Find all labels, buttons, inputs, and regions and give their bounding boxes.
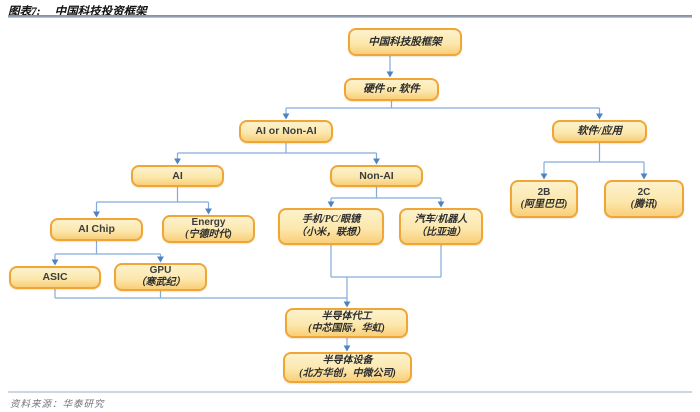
source-note: 资料来源：华泰研究 bbox=[10, 396, 105, 410]
node-ai-chip-label: AI Chip bbox=[78, 223, 115, 235]
node-nonai: Non-AI bbox=[330, 165, 423, 187]
node-root-label: 中国科技股框架 bbox=[368, 36, 442, 48]
node-auto-label: （比亚迪） bbox=[416, 226, 466, 238]
node-equip: 半导体设备(北方华创，中微公司) bbox=[283, 352, 412, 383]
node-energy: Energy(宁德时代) bbox=[162, 215, 255, 243]
source-value: 华泰研究 bbox=[62, 400, 105, 410]
node-ai-chip: AI Chip bbox=[50, 218, 143, 241]
node-gpu-label: （寒武纪） bbox=[135, 277, 186, 288]
node-b2b-label: 2B bbox=[537, 186, 551, 198]
node-equip-label: 半导体设备 bbox=[322, 355, 373, 366]
node-energy-label: (宁德时代) bbox=[185, 229, 232, 240]
node-foundry-label: 半导体代工 bbox=[321, 310, 372, 322]
node-phone-label: 手机/PC/眼镜 bbox=[301, 214, 361, 225]
node-ai: AI bbox=[131, 165, 224, 187]
node-gpu-label: GPU bbox=[149, 264, 172, 276]
node-sw-app: 软件/应用 bbox=[552, 120, 647, 143]
node-asic: ASIC bbox=[9, 266, 101, 289]
node-b2c-label: 2C bbox=[637, 186, 651, 198]
node-foundry: 半导体代工(中芯国际，华虹) bbox=[285, 308, 408, 338]
node-nonai-label: Non-AI bbox=[359, 169, 394, 182]
bottom-rule bbox=[8, 391, 692, 393]
node-b2c-label: (腾讯) bbox=[630, 199, 658, 210]
source-label: 资料来源： bbox=[10, 400, 63, 410]
node-equip-label: (北方华创，中微公司) bbox=[299, 367, 396, 379]
node-b2c: 2C(腾讯) bbox=[604, 180, 684, 218]
node-auto: 汽车/机器人（比亚迪） bbox=[399, 208, 483, 245]
title-rule bbox=[8, 15, 692, 18]
node-phone-label: （小米，联想） bbox=[296, 226, 366, 238]
node-root: 中国科技股框架 bbox=[348, 28, 462, 56]
node-foundry-label: (中芯国际，华虹) bbox=[308, 323, 385, 334]
node-ai-or-nonai: AI or Non-AI bbox=[239, 120, 333, 143]
node-ai-or-nonai-label: AI or Non-AI bbox=[255, 125, 317, 137]
node-hw-sw: 硬件 or 软件 bbox=[344, 78, 439, 101]
node-sw-app-label: 软件/应用 bbox=[577, 126, 622, 137]
node-asic-label: ASIC bbox=[42, 271, 68, 283]
node-hw-sw-label: 硬件 or 软件 bbox=[363, 84, 420, 95]
node-auto-label: 汽车/机器人 bbox=[414, 214, 468, 225]
node-gpu: GPU（寒武纪） bbox=[114, 263, 207, 291]
node-b2b-label: (阿里巴巴) bbox=[520, 199, 568, 210]
node-energy-label: Energy bbox=[191, 216, 226, 228]
node-phone: 手机/PC/眼镜（小米，联想） bbox=[278, 208, 384, 245]
node-b2b: 2B(阿里巴巴) bbox=[510, 180, 578, 218]
node-ai-label: AI bbox=[172, 169, 183, 182]
